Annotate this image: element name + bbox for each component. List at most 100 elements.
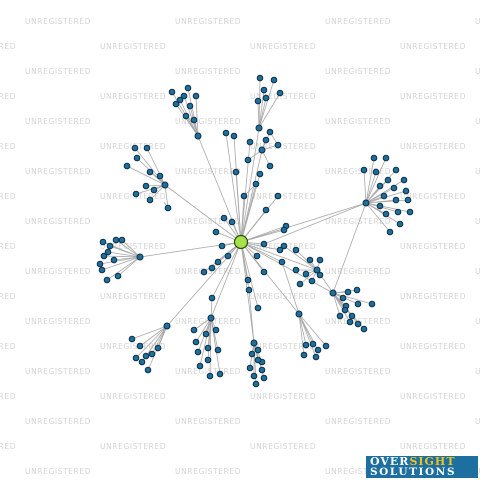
center-node[interactable] bbox=[233, 234, 249, 250]
leaf-node[interactable] bbox=[202, 330, 210, 338]
leaf-node[interactable] bbox=[106, 242, 114, 250]
inner-node[interactable] bbox=[222, 129, 230, 137]
hub-node[interactable] bbox=[362, 199, 370, 207]
inner-node[interactable] bbox=[245, 286, 253, 294]
inner-node[interactable] bbox=[240, 192, 248, 200]
inner-node[interactable] bbox=[228, 218, 236, 226]
leaf-node[interactable] bbox=[390, 184, 398, 192]
inner-node[interactable] bbox=[266, 128, 274, 136]
leaf-node[interactable] bbox=[190, 116, 198, 124]
leaf-node[interactable] bbox=[212, 326, 220, 334]
leaf-node[interactable] bbox=[380, 192, 388, 200]
leaf-node[interactable] bbox=[110, 256, 118, 264]
leaf-node[interactable] bbox=[154, 344, 162, 352]
leaf-node[interactable] bbox=[392, 196, 400, 204]
leaf-node[interactable] bbox=[386, 228, 394, 236]
leaf-node[interactable] bbox=[206, 372, 214, 380]
leaf-node[interactable] bbox=[146, 168, 154, 176]
inner-node[interactable] bbox=[118, 236, 126, 244]
leaf-node[interactable] bbox=[250, 372, 258, 380]
hub-node[interactable] bbox=[258, 146, 266, 154]
leaf-node[interactable] bbox=[258, 366, 266, 374]
leaf-node[interactable] bbox=[103, 276, 111, 284]
inner-node[interactable] bbox=[260, 268, 268, 276]
leaf-node[interactable] bbox=[256, 74, 264, 82]
leaf-node[interactable] bbox=[394, 208, 402, 216]
leaf-node[interactable] bbox=[322, 342, 330, 350]
hub-node[interactable] bbox=[313, 266, 321, 274]
leaf-node[interactable] bbox=[114, 272, 122, 280]
leaf-node[interactable] bbox=[190, 326, 198, 334]
leaf-node[interactable] bbox=[406, 208, 414, 216]
leaf-node[interactable] bbox=[132, 190, 140, 198]
inner-node[interactable] bbox=[252, 180, 260, 188]
leaf-node[interactable] bbox=[123, 162, 131, 170]
inner-node[interactable] bbox=[262, 206, 270, 214]
leaf-node[interactable] bbox=[292, 266, 300, 274]
leaf-node[interactable] bbox=[204, 356, 212, 364]
leaf-node[interactable] bbox=[348, 312, 356, 320]
leaf-node[interactable] bbox=[156, 172, 164, 180]
leaf-node[interactable] bbox=[112, 236, 120, 244]
leaf-node[interactable] bbox=[262, 94, 270, 102]
leaf-node[interactable] bbox=[254, 356, 262, 364]
leaf-node[interactable] bbox=[302, 270, 310, 278]
leaf-node[interactable] bbox=[148, 350, 156, 358]
leaf-node[interactable] bbox=[354, 320, 362, 328]
leaf-node[interactable] bbox=[316, 256, 324, 264]
leaf-node[interactable] bbox=[172, 100, 180, 108]
leaf-node[interactable] bbox=[396, 220, 404, 228]
leaf-node[interactable] bbox=[246, 364, 254, 372]
leaf-node[interactable] bbox=[150, 186, 158, 194]
inner-node[interactable] bbox=[200, 268, 208, 276]
leaf-node[interactable] bbox=[360, 166, 368, 174]
hub-node[interactable] bbox=[163, 322, 171, 330]
leaf-node[interactable] bbox=[128, 335, 136, 343]
leaf-node[interactable] bbox=[164, 204, 172, 212]
leaf-node[interactable] bbox=[104, 248, 112, 256]
leaf-node[interactable] bbox=[100, 252, 108, 260]
leaf-node[interactable] bbox=[316, 271, 324, 279]
leaf-node[interactable] bbox=[344, 288, 352, 296]
inner-node[interactable] bbox=[244, 276, 252, 284]
inner-node[interactable] bbox=[274, 192, 282, 200]
leaf-node[interactable] bbox=[376, 182, 384, 190]
leaf-node[interactable] bbox=[312, 353, 320, 361]
leaf-node[interactable] bbox=[300, 351, 308, 359]
leaf-node[interactable] bbox=[354, 300, 362, 308]
leaf-node[interactable] bbox=[262, 136, 270, 144]
leaf-node[interactable] bbox=[144, 366, 152, 374]
leaf-node[interactable] bbox=[254, 97, 262, 105]
leaf-node[interactable] bbox=[204, 344, 212, 352]
hub-node[interactable] bbox=[295, 310, 303, 318]
leaf-node[interactable] bbox=[133, 154, 141, 162]
leaf-node[interactable] bbox=[274, 141, 282, 149]
leaf-node[interactable] bbox=[404, 196, 412, 204]
leaf-node[interactable] bbox=[370, 154, 378, 162]
inner-node[interactable] bbox=[208, 294, 216, 302]
leaf-node[interactable] bbox=[182, 112, 190, 120]
inner-node[interactable] bbox=[280, 226, 288, 234]
leaf-node[interactable] bbox=[176, 96, 184, 104]
leaf-node[interactable] bbox=[392, 166, 400, 174]
leaf-node[interactable] bbox=[192, 338, 200, 346]
leaf-node[interactable] bbox=[142, 352, 150, 360]
leaf-node[interactable] bbox=[402, 187, 410, 195]
leaf-node[interactable] bbox=[194, 348, 202, 356]
leaf-node[interactable] bbox=[184, 84, 192, 92]
leaf-node[interactable] bbox=[346, 318, 354, 326]
leaf-node[interactable] bbox=[353, 286, 361, 294]
inner-node[interactable] bbox=[214, 258, 222, 266]
leaf-node[interactable] bbox=[186, 102, 194, 110]
leaf-node[interactable] bbox=[341, 306, 349, 314]
leaf-node[interactable] bbox=[131, 144, 139, 152]
leaf-node[interactable] bbox=[368, 300, 376, 308]
leaf-node[interactable] bbox=[143, 144, 151, 152]
leaf-node[interactable] bbox=[96, 260, 104, 268]
leaf-node[interactable] bbox=[136, 342, 144, 350]
inner-node[interactable] bbox=[260, 240, 268, 248]
hub-node[interactable] bbox=[207, 314, 215, 322]
leaf-node[interactable] bbox=[132, 354, 140, 362]
leaf-node[interactable] bbox=[214, 346, 222, 354]
leaf-node[interactable] bbox=[336, 312, 344, 320]
